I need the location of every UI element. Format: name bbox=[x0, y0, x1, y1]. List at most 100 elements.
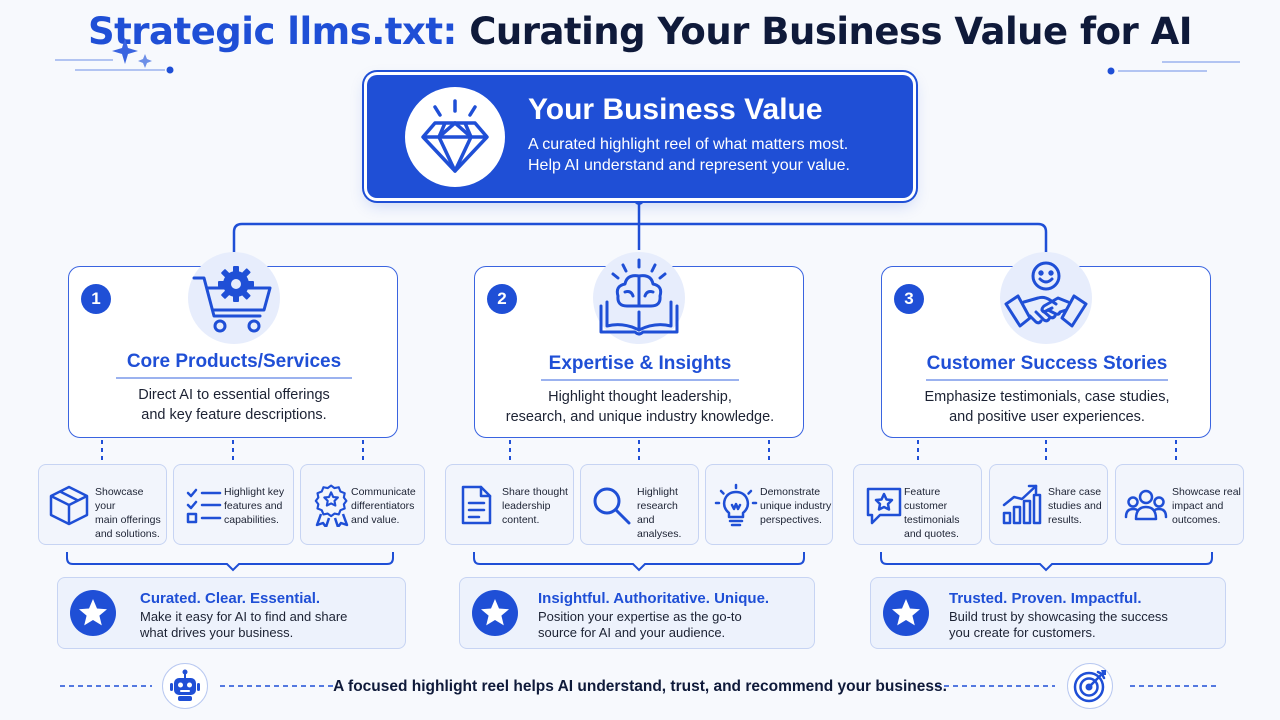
brain-book-icon-circle bbox=[593, 252, 685, 344]
section-title: Core Products/Services bbox=[126, 351, 342, 372]
lightbulb-icon bbox=[714, 483, 758, 527]
feature-box: Demonstrate unique industry perspectives… bbox=[705, 464, 833, 545]
award-badge-icon bbox=[314, 484, 349, 527]
section-number-badge: 1 bbox=[81, 284, 111, 314]
summary-line-2: source for AI and your audience. bbox=[538, 625, 726, 640]
checklist-icon bbox=[186, 488, 222, 524]
summary-title: Curated. Clear. Essential. bbox=[140, 590, 321, 607]
section-desc-2: research, and unique industry knowledge. bbox=[505, 409, 775, 425]
handshake-icon-circle bbox=[1000, 252, 1092, 344]
summary-box: Curated. Clear. Essential. Make it easy … bbox=[57, 577, 406, 649]
feature-line: Communicate bbox=[351, 486, 416, 498]
feature-text: Showcase real impact and outcomes. bbox=[1172, 485, 1241, 527]
robot-icon bbox=[170, 669, 200, 701]
hero-title: Your Business Value bbox=[528, 93, 823, 126]
box-icon bbox=[49, 485, 89, 526]
people-icon bbox=[1124, 489, 1168, 521]
footer-tagline: A focused highlight reel helps AI unders… bbox=[333, 678, 947, 695]
feature-line: and solutions. bbox=[95, 528, 160, 540]
feature-line: Highlight key bbox=[224, 486, 285, 498]
feature-text: Feature customer testimonials and quotes… bbox=[904, 485, 981, 541]
line-decoration-icon bbox=[1107, 61, 1240, 75]
star-icon-circle bbox=[70, 590, 116, 636]
summary-line-2: you create for customers. bbox=[949, 625, 1096, 640]
feature-line: Demonstrate bbox=[760, 486, 821, 498]
summary-box: Trusted. Proven. Impactful. Build trust … bbox=[870, 577, 1226, 649]
feature-line: and value. bbox=[351, 514, 400, 526]
section-desc-2: and key feature descriptions. bbox=[141, 407, 327, 423]
section-desc-1: Emphasize testimonials, case studies, bbox=[924, 389, 1170, 405]
feature-box: Share case studies and results. bbox=[989, 464, 1108, 545]
feature-text: Share thought leadership content. bbox=[502, 485, 568, 527]
feature-line: features and bbox=[224, 500, 283, 512]
feature-line: Showcase your bbox=[95, 486, 144, 512]
cart-gear-icon-circle bbox=[188, 252, 280, 344]
feature-line: content. bbox=[502, 514, 540, 526]
cart-gear-icon bbox=[192, 266, 272, 333]
feature-text: Highlight research and analyses. bbox=[637, 485, 698, 541]
handshake-smile-icon bbox=[1004, 261, 1088, 328]
title-underline bbox=[116, 377, 352, 379]
document-icon bbox=[461, 485, 492, 525]
star-chat-icon bbox=[866, 487, 902, 525]
sparkle-decoration-icon bbox=[55, 38, 174, 74]
growth-chart-icon bbox=[1002, 484, 1042, 525]
feature-box: Feature customer testimonials and quotes… bbox=[853, 464, 982, 545]
feature-line: results. bbox=[1048, 514, 1082, 526]
section-title: Customer Success Stories bbox=[926, 353, 1168, 374]
section-title: Expertise & Insights bbox=[548, 353, 732, 374]
magnifier-icon bbox=[593, 487, 631, 525]
star-icon-circle bbox=[883, 590, 929, 636]
star-icon bbox=[481, 599, 509, 626]
brain-book-icon bbox=[599, 258, 679, 336]
feature-line: Showcase real bbox=[1172, 486, 1241, 498]
feature-line: differentiators bbox=[351, 500, 415, 512]
title-rest: Curating Your Business Value for AI bbox=[469, 10, 1193, 53]
target-icon-circle bbox=[1067, 663, 1113, 709]
summary-title: Insightful. Authoritative. Unique. bbox=[538, 590, 770, 607]
star-icon bbox=[79, 599, 107, 626]
summary-line-1: Position your expertise as the go-to bbox=[538, 609, 742, 624]
diamond-icon bbox=[421, 99, 489, 173]
feature-line: main offerings bbox=[95, 514, 161, 526]
feature-line: studies and bbox=[1048, 500, 1102, 512]
feature-line: outcomes. bbox=[1172, 514, 1221, 526]
title-underline bbox=[541, 379, 739, 381]
feature-line: testimonials bbox=[904, 514, 960, 526]
feature-line: Highlight bbox=[637, 486, 678, 498]
feature-text: Showcase your main offerings and solutio… bbox=[95, 485, 166, 541]
title-underline bbox=[926, 379, 1168, 381]
feature-box: Share thought leadership content. bbox=[445, 464, 574, 545]
feature-line: analyses. bbox=[637, 528, 682, 540]
summary-box: Insightful. Authoritative. Unique. Posit… bbox=[459, 577, 815, 649]
hero-line-2: Help AI understand and represent your va… bbox=[528, 157, 850, 174]
robot-icon-circle bbox=[162, 663, 208, 709]
feature-line: unique industry bbox=[760, 500, 832, 512]
business-value-card: Your Business Value A curated highlight … bbox=[367, 75, 913, 198]
section-number-badge: 2 bbox=[487, 284, 517, 314]
feature-text: Highlight key features and capabilities. bbox=[224, 485, 284, 527]
section-desc-1: Highlight thought leadership, bbox=[548, 389, 732, 405]
target-icon bbox=[1073, 670, 1106, 703]
feature-line: Share thought bbox=[502, 486, 568, 498]
hero-icon-circle bbox=[405, 87, 505, 187]
feature-box: Showcase your main offerings and solutio… bbox=[38, 464, 167, 545]
section-desc-1: Direct AI to essential offerings bbox=[138, 387, 330, 403]
feature-line: Share case bbox=[1048, 486, 1102, 498]
feature-text: Communicate differentiators and value. bbox=[351, 485, 416, 527]
feature-box: Highlight key features and capabilities. bbox=[173, 464, 294, 545]
feature-box: Communicate differentiators and value. bbox=[300, 464, 425, 545]
feature-box: Highlight research and analyses. bbox=[580, 464, 699, 545]
summary-title: Trusted. Proven. Impactful. bbox=[949, 590, 1142, 607]
page-title: Strategic llms.txt: Curating Your Busine… bbox=[0, 10, 1280, 53]
section-desc-2: and positive user experiences. bbox=[949, 409, 1145, 425]
summary-line-1: Build trust by showcasing the success bbox=[949, 609, 1168, 624]
feature-line: research and bbox=[637, 500, 678, 526]
feature-text: Demonstrate unique industry perspectives… bbox=[760, 485, 831, 527]
section-number-badge: 3 bbox=[894, 284, 924, 314]
summary-line-2: what drives your business. bbox=[140, 625, 294, 640]
title-highlight: Strategic llms.txt: bbox=[87, 10, 457, 53]
star-icon bbox=[892, 599, 920, 626]
feature-box: Showcase real impact and outcomes. bbox=[1115, 464, 1244, 545]
